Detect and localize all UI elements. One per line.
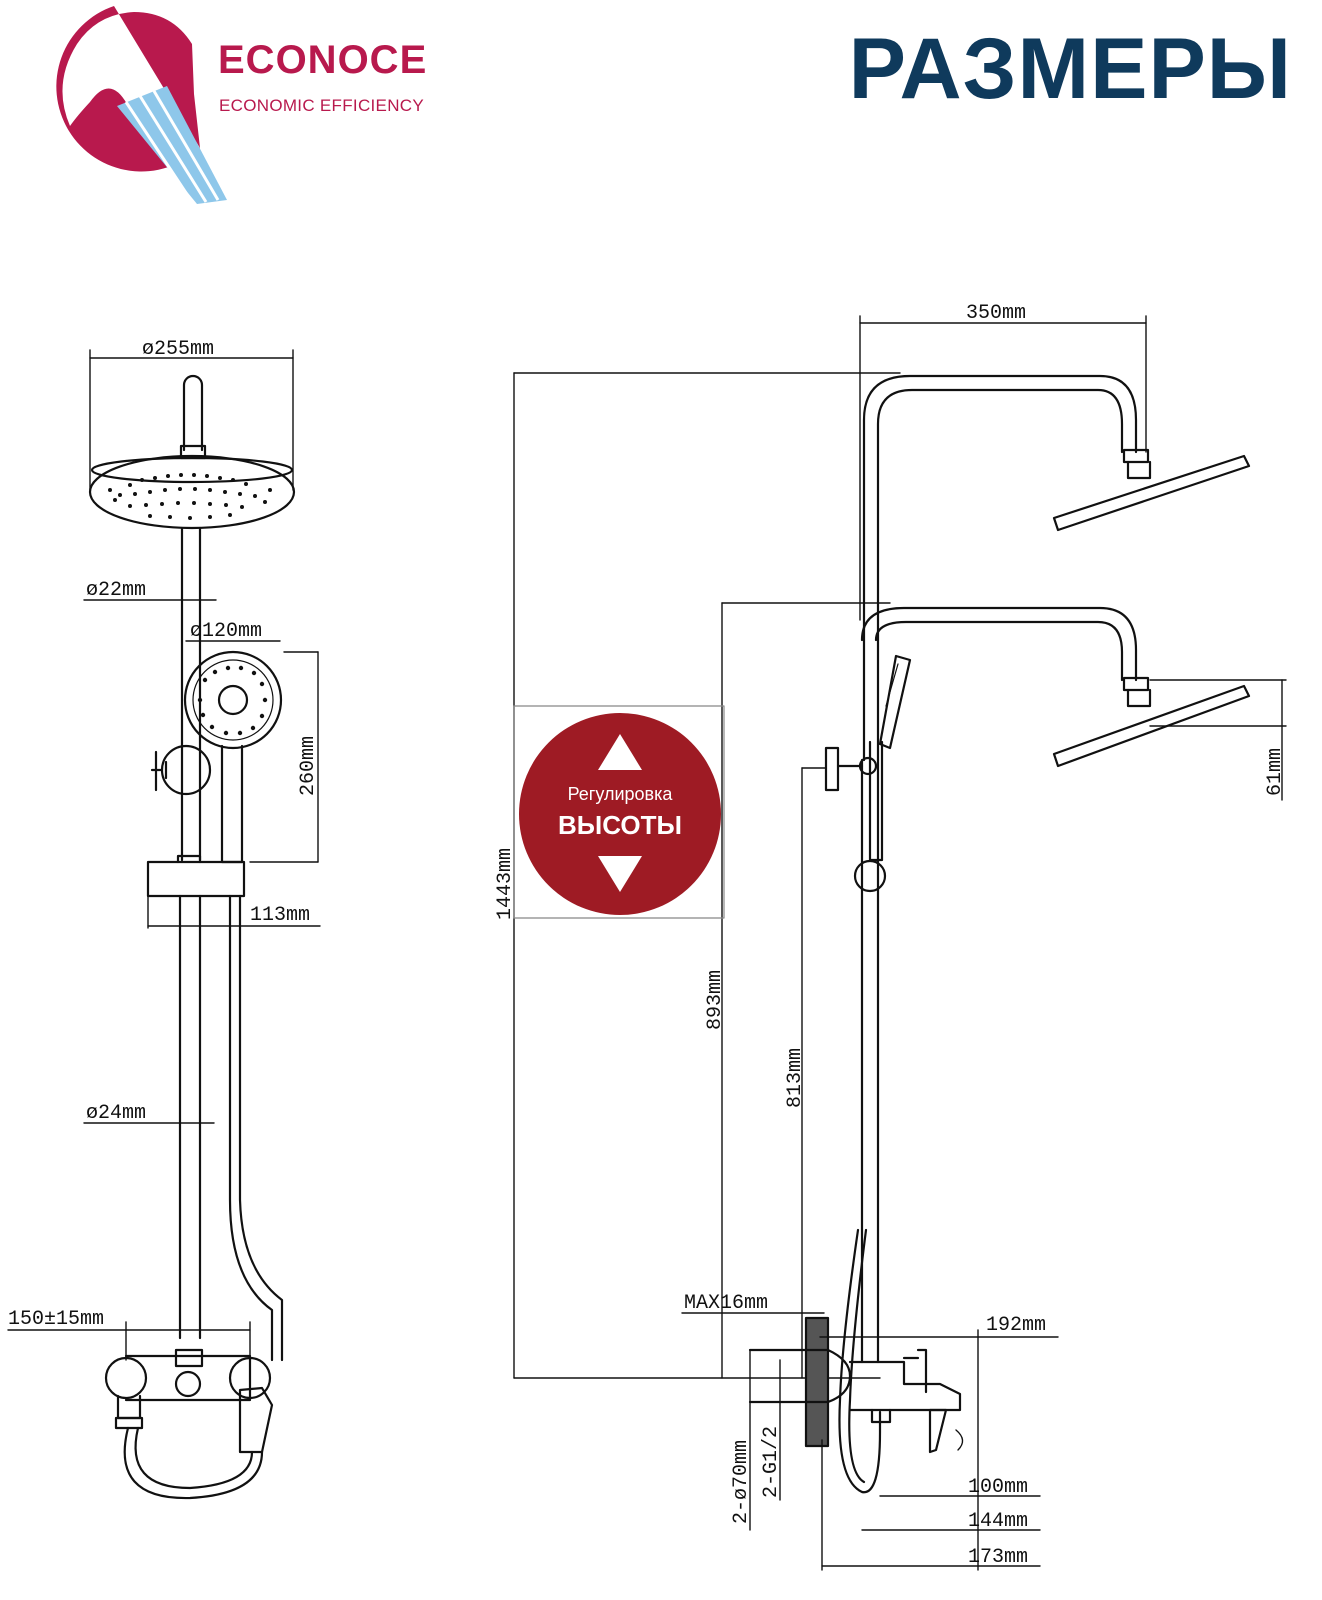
badge-text-regulation: Регулировка bbox=[568, 784, 674, 804]
front-mixer-lever bbox=[238, 1386, 274, 1454]
dim-pipe-lower: ø24mm bbox=[86, 1102, 146, 1125]
dim-valve-height: 813mm bbox=[784, 1048, 807, 1108]
dim-hand-shower-diameter: ø120mm bbox=[190, 620, 262, 643]
front-view bbox=[7, 349, 321, 1500]
height-adjust-badge bbox=[513, 705, 725, 919]
side-mixer-lever bbox=[928, 1408, 948, 1454]
dim-total-height: 1443mm bbox=[494, 848, 517, 920]
brand-logo bbox=[56, 6, 227, 204]
brand-name: ECONOCE bbox=[218, 38, 428, 82]
dim-pipe-upper: ø22mm bbox=[86, 579, 146, 602]
front-rain-head-nozzles bbox=[108, 473, 272, 520]
arrow-up-icon bbox=[598, 734, 642, 770]
logo-crescent-icon bbox=[56, 6, 200, 172]
arrow-down-icon bbox=[598, 856, 642, 892]
dim-head-diameter: ø255mm bbox=[142, 338, 214, 361]
dim-inlet-spacing: 150±15mm bbox=[8, 1308, 104, 1331]
side-view bbox=[513, 315, 1287, 1571]
dim-flange-diameter: 2-ø70mm bbox=[730, 1440, 753, 1524]
dim-holder-offset: 113mm bbox=[250, 904, 310, 927]
dim-head-thickness: 61mm bbox=[1264, 748, 1287, 796]
brand-tagline: ECONOMIC EFFICIENCY bbox=[219, 96, 424, 115]
front-rain-head bbox=[88, 454, 296, 530]
dim-hand-shower-length: 260mm bbox=[297, 736, 320, 796]
water-stream-icon bbox=[117, 86, 227, 204]
front-hand-shower bbox=[183, 650, 283, 750]
badge-text-height: ВЫСОТЫ bbox=[558, 810, 682, 840]
page-title: РАЗМЕРЫ bbox=[848, 21, 1292, 117]
dim-spout-100: 100mm bbox=[968, 1476, 1028, 1499]
dim-inlet-thread: 2-G1/2 bbox=[760, 1426, 783, 1498]
front-slider-holder bbox=[146, 860, 246, 898]
dim-arm-reach: 350mm bbox=[966, 302, 1026, 325]
side-rain-head-low bbox=[1052, 684, 1251, 768]
dim-spout-144: 144mm bbox=[968, 1510, 1028, 1533]
dim-mixer-depth: 192mm bbox=[986, 1314, 1046, 1337]
side-rain-head-high bbox=[1052, 454, 1251, 532]
dim-lower-arm-height: 893mm bbox=[704, 970, 727, 1030]
dim-wall-gap: MAX16mm bbox=[684, 1292, 768, 1315]
dim-spout-173: 173mm bbox=[968, 1546, 1028, 1569]
